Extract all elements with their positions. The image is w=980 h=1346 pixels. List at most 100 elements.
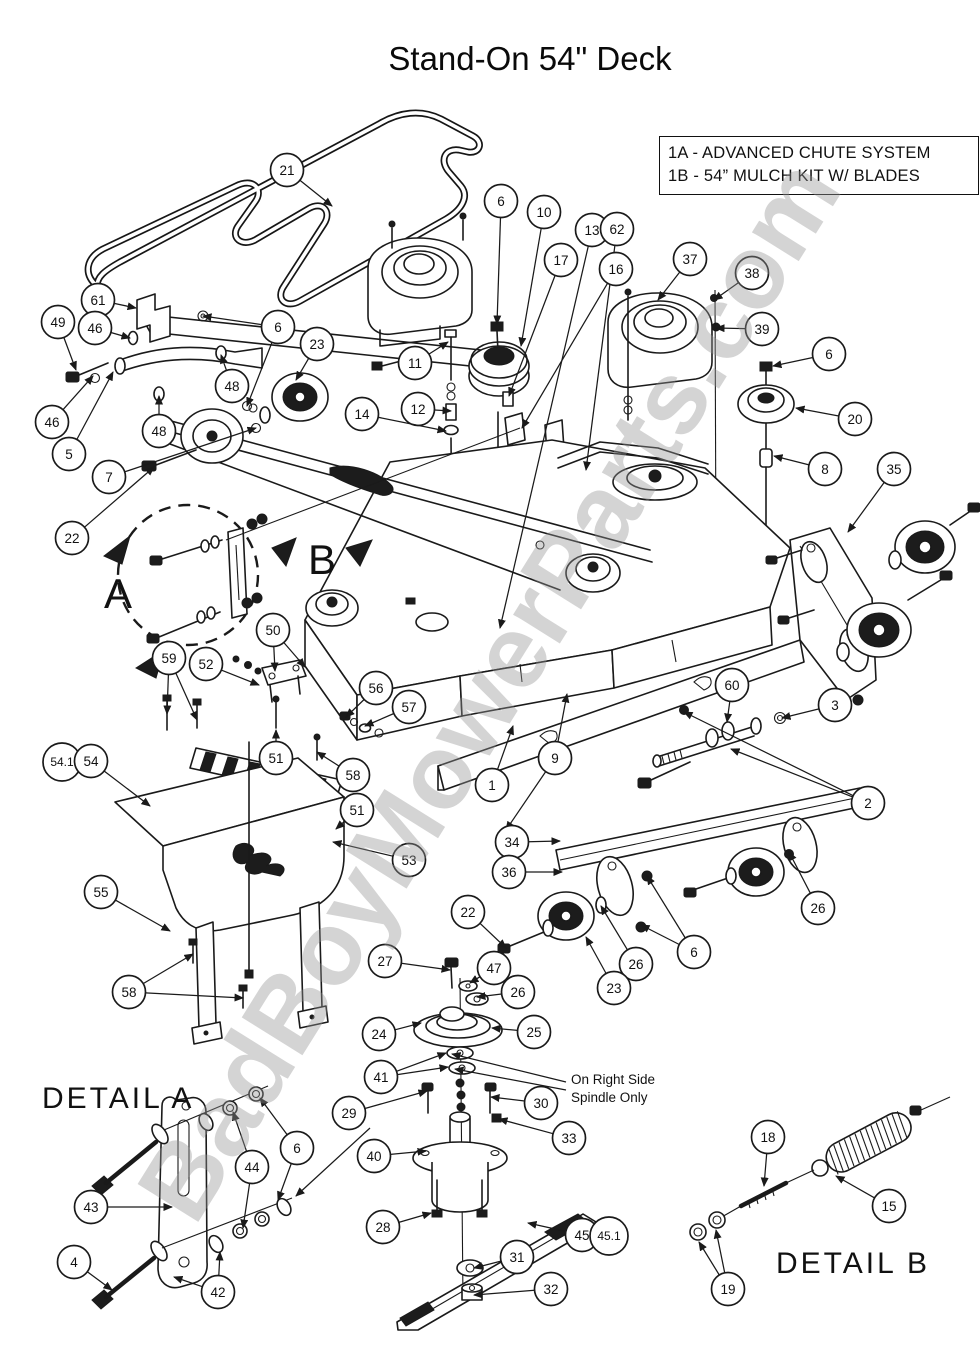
callout-41[interactable]: 41 <box>363 1052 449 1095</box>
callout-17[interactable]: 17 <box>508 242 579 397</box>
balloon-circle-58[interactable] <box>335 757 371 793</box>
balloon-circle-35[interactable] <box>876 451 912 487</box>
balloon-circle-29[interactable] <box>331 1095 367 1131</box>
callout-57[interactable]: 57 <box>364 689 427 727</box>
callout-28[interactable]: 28 <box>365 1209 432 1245</box>
balloon-circle-27[interactable] <box>367 943 403 979</box>
callout-47[interactable]: 47 <box>469 950 512 986</box>
callout-29[interactable]: 29 <box>331 1089 428 1131</box>
balloon-circle-26[interactable] <box>500 974 536 1010</box>
balloon-circle-23[interactable] <box>596 970 632 1006</box>
balloon-circle-6[interactable] <box>483 183 519 219</box>
callout-55[interactable]: 55 <box>83 874 171 932</box>
balloon-circle-23[interactable] <box>299 326 335 362</box>
callout-46[interactable]: 46 <box>34 375 94 440</box>
callout-49[interactable]: 49 <box>40 304 77 371</box>
balloon-circle-26[interactable] <box>800 890 836 926</box>
balloon-circle-6[interactable] <box>676 934 712 970</box>
balloon-circle-11[interactable] <box>397 345 433 381</box>
callout-21[interactable]: 21 <box>269 152 333 207</box>
callout-48[interactable]: 48 <box>214 354 250 404</box>
balloon-circle-55[interactable] <box>83 874 119 910</box>
balloon-circle-54[interactable] <box>73 743 109 779</box>
balloon-circle-6[interactable] <box>260 309 296 345</box>
callout-6[interactable]: 6 <box>259 1097 315 1201</box>
balloon-circle-38[interactable] <box>734 255 770 291</box>
callout-3[interactable]: 3 <box>781 687 853 723</box>
callout-18[interactable]: 18 <box>750 1119 786 1187</box>
balloon-circle-3[interactable] <box>817 687 853 723</box>
callout-19[interactable]: 19 <box>698 1229 746 1307</box>
balloon-circle-22[interactable] <box>54 520 90 556</box>
balloon-circle-2[interactable] <box>850 785 886 821</box>
balloon-circle-32[interactable] <box>533 1271 569 1307</box>
callout-43[interactable]: 43 <box>73 1189 173 1225</box>
callout-34[interactable]: 34 <box>494 824 561 860</box>
balloon-circle-53[interactable] <box>391 842 427 878</box>
balloon-circle-58[interactable] <box>111 974 147 1010</box>
balloon-circle-15[interactable] <box>871 1188 907 1224</box>
callout-24[interactable]: 24 <box>361 1016 422 1052</box>
callout-42[interactable]: 42 <box>173 1251 236 1310</box>
balloon-circle-48[interactable] <box>214 368 250 404</box>
balloon-circle-47[interactable] <box>476 950 512 986</box>
callout-46[interactable]: 46 <box>77 310 131 346</box>
balloon-circle-45.1[interactable] <box>589 1216 629 1256</box>
balloon-circle-26[interactable] <box>618 946 654 982</box>
callout-4[interactable]: 4 <box>56 1244 113 1291</box>
balloon-circle-6[interactable] <box>811 336 847 372</box>
callout-10[interactable]: 10 <box>518 194 562 347</box>
callout-32[interactable]: 32 <box>473 1271 569 1307</box>
balloon-circle-18[interactable] <box>750 1119 786 1155</box>
callout-26[interactable]: 26 <box>600 905 654 982</box>
callout-44[interactable]: 44 <box>231 1111 270 1229</box>
balloon-circle-57[interactable] <box>391 689 427 725</box>
callout-1[interactable]: 1 <box>474 725 514 803</box>
balloon-circle-46[interactable] <box>34 404 70 440</box>
balloon-circle-30[interactable] <box>523 1085 559 1121</box>
callout-6[interactable]: 6 <box>202 309 296 407</box>
callout-52[interactable]: 52 <box>188 646 260 686</box>
callout-58[interactable]: 58 <box>316 751 371 793</box>
balloon-circle-1[interactable] <box>474 767 510 803</box>
callout-58[interactable]: 58 <box>111 953 244 1010</box>
balloon-circle-16[interactable] <box>598 251 634 287</box>
balloon-circle-60[interactable] <box>714 667 750 703</box>
balloon-circle-20[interactable] <box>837 401 873 437</box>
callout-2[interactable]: 2 <box>683 711 886 821</box>
callout-31[interactable]: 31 <box>473 1239 535 1275</box>
balloon-circle-10[interactable] <box>526 194 562 230</box>
callout-7[interactable]: 7 <box>91 426 257 495</box>
callout-26[interactable]: 26 <box>788 851 836 926</box>
balloon-circle-41[interactable] <box>363 1059 399 1095</box>
balloon-circle-43[interactable] <box>73 1189 109 1225</box>
balloon-circle-8[interactable] <box>807 451 843 487</box>
callout-9[interactable]: 9 <box>505 693 573 831</box>
callout-26[interactable]: 26 <box>476 974 536 1010</box>
callout-23[interactable]: 23 <box>585 936 632 1006</box>
callout-25[interactable]: 25 <box>491 1014 552 1050</box>
callout-12[interactable]: 12 <box>400 391 452 427</box>
balloon-circle-5[interactable] <box>51 436 87 472</box>
callout-36[interactable]: 36 <box>491 854 563 890</box>
callout-5[interactable]: 5 <box>51 371 114 472</box>
balloon-circle-36[interactable] <box>491 854 527 890</box>
callout-22[interactable]: 22 <box>54 466 155 556</box>
balloon-circle-51[interactable] <box>258 740 294 776</box>
balloon-circle-56[interactable] <box>358 670 394 706</box>
callout-13[interactable]: 13 <box>498 212 610 629</box>
callout-20[interactable]: 20 <box>795 401 873 437</box>
balloon-circle-14[interactable] <box>344 396 380 432</box>
callout-11[interactable]: 11 <box>397 341 449 381</box>
callout-22[interactable]: 22 <box>450 894 507 949</box>
callout-6[interactable]: 6 <box>640 875 712 970</box>
callout-61[interactable]: 61 <box>80 282 137 318</box>
balloon-circle-9[interactable] <box>537 740 573 776</box>
callout-33[interactable]: 33 <box>498 1117 587 1156</box>
callout-38[interactable]: 38 <box>713 255 770 301</box>
callout-53[interactable]: 53 <box>332 840 427 878</box>
balloon-circle-48[interactable] <box>141 413 177 449</box>
balloon-circle-50[interactable] <box>255 612 291 648</box>
balloon-circle-28[interactable] <box>365 1209 401 1245</box>
balloon-circle-52[interactable] <box>188 646 224 682</box>
